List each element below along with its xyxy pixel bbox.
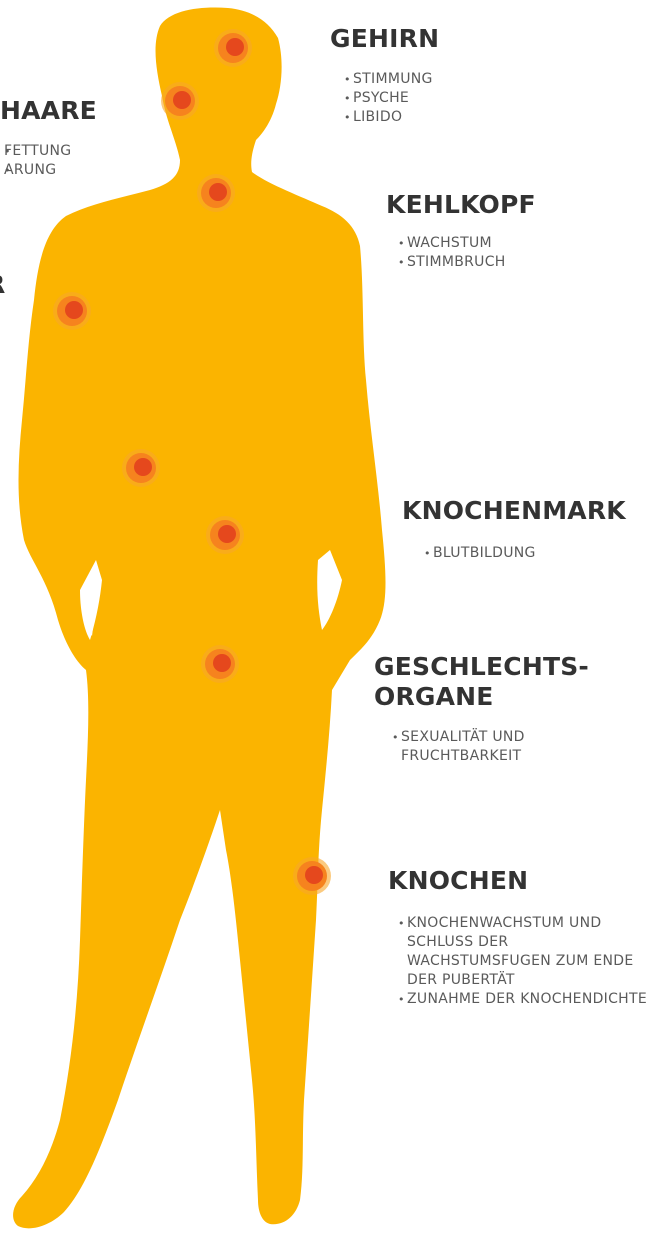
target-dot-icon [52,291,92,331]
effect-item: BLUTBILDUNG [424,544,626,563]
target-dot-icon [292,856,332,896]
hotspot-haut[interactable] [52,291,92,331]
organ-effects: WACHSTUM STIMMBRUCH [398,234,536,272]
hotspot-haare[interactable] [160,81,200,121]
hotspot-knochenmark-2[interactable] [205,515,245,555]
organ-effects: FETTUNG ARUNG [0,142,97,180]
effect-item: STIMMBRUCH [398,253,536,272]
effect-item: KNOCHENWACHSTUM UND SCHLUSS DER WACHSTUM… [398,914,647,990]
label-haut: R [0,270,5,300]
hotspot-knochen[interactable] [292,856,332,896]
organ-effects: KNOCHENWACHSTUM UND SCHLUSS DER WACHSTUM… [398,914,658,1009]
label-haare: HAARE FETTUNG ARUNG [0,96,97,180]
label-gehirn: GEHIRN STIMMUNG PSYCHE LIBIDO [330,24,439,127]
organ-title-line1: GESCHLECHTS- [374,652,592,682]
target-dot-icon [200,644,240,684]
effect-item: PSYCHE [344,89,439,108]
hotspot-knochenmark-1[interactable] [121,448,161,488]
label-knochen: KNOCHEN KNOCHENWACHSTUM UND SCHLUSS DER … [388,866,658,1009]
effect-item: STIMMUNG [344,70,439,89]
organ-title: R [0,270,5,300]
target-dot-icon [213,28,253,68]
hotspot-gehirn[interactable] [213,28,253,68]
label-kehlkopf: KEHLKOPF WACHSTUM STIMMBRUCH [386,190,536,272]
effect-item: ZUNAHME DER KNOCHENDICHTE [398,990,647,1009]
organ-title: GESCHLECHTS- ORGANE [374,652,592,712]
hotspot-geschlechtsorgane[interactable] [200,644,240,684]
organ-title: KEHLKOPF [386,190,536,220]
effect-item: WACHSTUM [398,234,536,253]
organ-title: KNOCHEN [388,866,658,896]
target-dot-icon [205,515,245,555]
effect-item: LIBIDO [344,108,439,127]
organ-title: KNOCHENMARK [402,496,626,526]
organ-title: HAARE [0,96,97,126]
organ-title: GEHIRN [330,24,439,54]
target-dot-icon [196,173,236,213]
label-knochenmark: KNOCHENMARK BLUTBILDUNG [402,496,626,563]
target-dot-icon [121,448,161,488]
label-geschlechtsorgane: GESCHLECHTS- ORGANE SEXUALITÄT UND FRUCH… [374,652,592,766]
organ-effects: SEXUALITÄT UND FRUCHTBARKEIT [392,728,592,766]
organ-effects: BLUTBILDUNG [424,544,626,563]
organ-title-line2: ORGANE [374,682,592,712]
effect-item: SEXUALITÄT UND FRUCHTBARKEIT [392,728,571,766]
effect-item: ARUNG [4,161,97,180]
target-dot-icon [160,81,200,121]
hotspot-kehlkopf[interactable] [196,173,236,213]
organ-effects: STIMMUNG PSYCHE LIBIDO [344,70,439,127]
effect-item: FETTUNG [4,142,97,161]
